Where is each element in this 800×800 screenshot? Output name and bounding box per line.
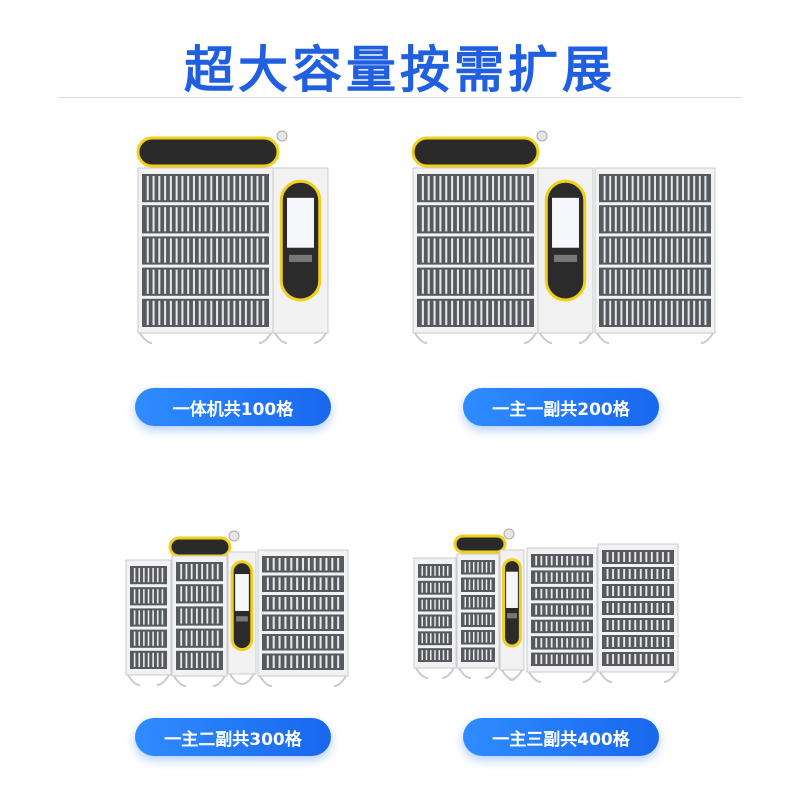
cabinet-foot — [596, 332, 714, 344]
card-reader — [288, 254, 313, 262]
cabinet-foot — [539, 332, 592, 344]
cabinet-foot — [274, 332, 327, 344]
cabinet-foot — [259, 675, 347, 687]
product-label-1: 一体机共100格 — [135, 388, 331, 426]
touch-screen — [287, 197, 314, 248]
locker-row — [176, 628, 223, 648]
card-reader — [506, 613, 518, 619]
locker-row — [602, 618, 674, 632]
page-title: 超大容量按需扩展 — [184, 41, 616, 99]
cabinet-foot — [229, 673, 255, 685]
led-header — [411, 136, 540, 168]
title-divider — [58, 97, 742, 98]
product-label-4: 一主三副共400格 — [463, 718, 659, 756]
product-image-3 — [120, 528, 360, 698]
cabinet-foot — [415, 667, 455, 679]
cabinet-foot — [458, 667, 498, 679]
cabinet-foot — [414, 332, 537, 344]
cabinet-foot — [599, 671, 677, 683]
camera-icon — [276, 130, 288, 142]
product-image-4 — [410, 528, 690, 698]
locker-row — [602, 584, 674, 598]
product-image-2 — [405, 120, 725, 355]
touch-screen — [552, 197, 579, 248]
product-label-3: 一主二副共300格 — [135, 718, 331, 756]
product-label-2: 一主一副共200格 — [463, 388, 659, 426]
locker-row — [602, 635, 674, 649]
camera-icon — [536, 130, 548, 142]
locker-row — [602, 652, 674, 666]
card-reader — [236, 616, 248, 622]
cabinet-foot — [528, 671, 596, 683]
locker-row — [602, 550, 674, 564]
locker-row — [176, 650, 223, 670]
camera-icon — [228, 530, 240, 542]
locker-row — [176, 606, 223, 626]
cabinet-foot — [501, 669, 523, 681]
led-header — [136, 136, 280, 168]
cabinet-foot — [173, 675, 226, 687]
locker-row — [602, 601, 674, 615]
touch-screen — [235, 574, 249, 611]
cabinet-foot — [139, 332, 272, 344]
card-reader — [553, 254, 578, 262]
camera-icon — [503, 528, 515, 540]
cabinet-foot — [127, 674, 170, 686]
touch-screen — [506, 571, 518, 608]
locker-row — [176, 584, 223, 604]
product-image-1 — [130, 120, 340, 355]
locker-row — [602, 567, 674, 581]
locker-row — [176, 562, 223, 582]
led-header — [168, 536, 232, 558]
led-header — [453, 534, 507, 554]
